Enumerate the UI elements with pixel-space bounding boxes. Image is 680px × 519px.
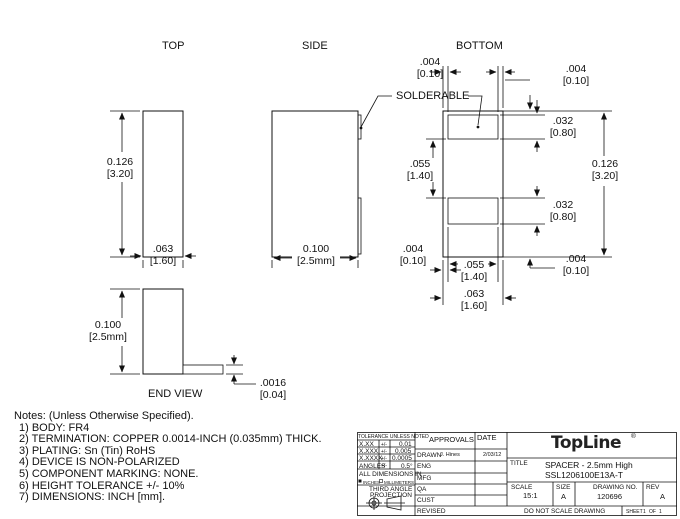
projection-label-2: PROJECTION: [370, 492, 412, 499]
approvals-label: APPROVALS: [429, 435, 474, 444]
dim-bottom-pad-width: .055[1.40]: [460, 259, 488, 283]
drawing-title-line-1: SPACER - 2.5mm High: [545, 460, 633, 470]
cust-label: CUST: [417, 497, 435, 504]
company-logo: TopLine: [551, 433, 621, 453]
notes-block: Notes: (Unless Otherwise Specified). 1) …: [14, 410, 322, 504]
note-item: 3) PLATING: Sn (Tin) RoHS: [19, 444, 156, 457]
tol-label: X.XX: [359, 441, 374, 448]
dim-bottom-pad-bottom: .032[0.80]: [549, 199, 577, 223]
title-block-grid: [357, 432, 677, 516]
rev-label: REV: [646, 484, 660, 491]
tol-pm: +/-: [381, 448, 387, 455]
dim-bottom-bottom-left: .004[0.10]: [399, 243, 427, 267]
note-item: 1) BODY: FR4: [19, 421, 90, 434]
side-view-body: [271, 110, 359, 258]
scale-value: 15:1: [523, 491, 538, 500]
note-item: 5) COMPONENT MARKING: NONE.: [19, 467, 199, 480]
dim-bottom-height: 0.126[3.20]: [588, 158, 622, 182]
unit-inches: INCHES: [363, 479, 381, 485]
end-view-body: [142, 288, 184, 375]
projection-symbol-icon: [366, 495, 405, 511]
note-item: 4) DEVICE IS NON-POLARIZED: [19, 456, 180, 469]
rev-value: A: [660, 492, 666, 501]
note-item: 7) DIMENSIONS: INCH [mm].: [19, 491, 166, 504]
angles-value: 0.5°: [401, 462, 413, 470]
tol-value: 0.005: [395, 448, 412, 455]
view-title-end: END VIEW: [148, 388, 203, 400]
unit-millimeters: MILLIMETERS: [384, 479, 415, 485]
eng-label: ENG: [417, 463, 432, 470]
view-title-side: SIDE: [302, 40, 328, 52]
drawn-name: J. Hines: [440, 452, 460, 458]
side-view-terminal-bottom: [357, 197, 362, 255]
sheet-number: 1: [643, 508, 646, 515]
mfg-label: MFG: [417, 475, 432, 482]
sheet-total: 1: [659, 508, 662, 515]
dim-bottom-pad-top: .032[0.80]: [549, 115, 577, 139]
bottom-view-body: [442, 110, 504, 258]
sheet-label: SHEET: [626, 508, 643, 515]
note-item: 2) TERMINATION: COPPER 0.0014-INCH (0.03…: [19, 433, 322, 446]
revised-label: REVISED: [417, 508, 446, 515]
drawing-title-line-2: SSL1206100E13A-T: [545, 470, 623, 480]
bottom-view-pad-bottom: [447, 197, 499, 225]
view-title-top: TOP: [162, 40, 185, 52]
tol-pm: +/-: [381, 441, 387, 448]
angles-label: ANGLES: [359, 462, 386, 470]
dim-side-width: 0.100[2.5mm]: [292, 243, 340, 267]
drawing-number-label: DRAWING NO.: [593, 484, 638, 491]
qa-label: QA: [417, 486, 427, 493]
dim-bottom-gap: .055[1.40]: [403, 158, 437, 182]
do-not-scale-note: DO NOT SCALE DRAWING: [524, 508, 606, 515]
projection-label-1: THIRD ANGLE: [369, 486, 413, 493]
dim-end-height: 0.100[2.5mm]: [84, 319, 132, 343]
notes-heading: Notes: (Unless Otherwise Specified).: [14, 410, 194, 422]
tol-pm: +/-: [381, 455, 387, 462]
drawn-label: DRAWN: [417, 452, 442, 459]
dim-bottom-top-left: .004[0.10]: [416, 56, 444, 80]
drawn-date: 2/03/12: [483, 452, 502, 458]
dim-end-thickness: .0016[0.04]: [259, 377, 287, 401]
tol-value: 0.0005: [392, 455, 412, 462]
dim-bottom-top-right: .004[0.10]: [562, 63, 590, 87]
sheet-of-label: OF: [649, 508, 656, 515]
note-item: 6) HEIGHT TOLERANCE +/- 10%: [19, 479, 185, 492]
bottom-view-pad-top: [447, 114, 499, 140]
tol-label: X.XXXX: [359, 455, 383, 462]
end-view-termination: [182, 364, 224, 375]
size-label: SIZE: [556, 484, 571, 491]
view-title-bottom: BOTTOM: [456, 40, 503, 52]
size-value: A: [561, 492, 567, 501]
drawing-number-value: 120696: [597, 492, 623, 501]
title-block: TOLERANCE UNLESS NOTED X.XX +/- 0.01 X.X…: [357, 432, 677, 516]
title-label: TITLE: [510, 460, 528, 467]
dim-bottom-width: .063[1.60]: [460, 288, 488, 312]
top-view-body: [142, 110, 184, 258]
angles-pm: +/-: [381, 463, 387, 469]
tolerance-header: TOLERANCE UNLESS NOTED: [358, 433, 429, 440]
dim-bottom-bottom-right: .004[0.10]: [562, 253, 590, 277]
registered-mark: ®: [631, 433, 636, 440]
dim-top-height: 0.126[3.20]: [100, 156, 140, 180]
solderable-callout: SOLDERABLE: [396, 90, 470, 102]
tol-value: 0.01: [399, 441, 412, 448]
date-label: DATE: [477, 433, 497, 442]
scale-label: SCALE: [511, 484, 533, 491]
tol-label: X.XXX: [359, 448, 379, 455]
dim-top-width: .063[1.60]: [149, 243, 177, 267]
all-dimensions-label: ALL DIMENSIONS IN: [359, 471, 422, 478]
